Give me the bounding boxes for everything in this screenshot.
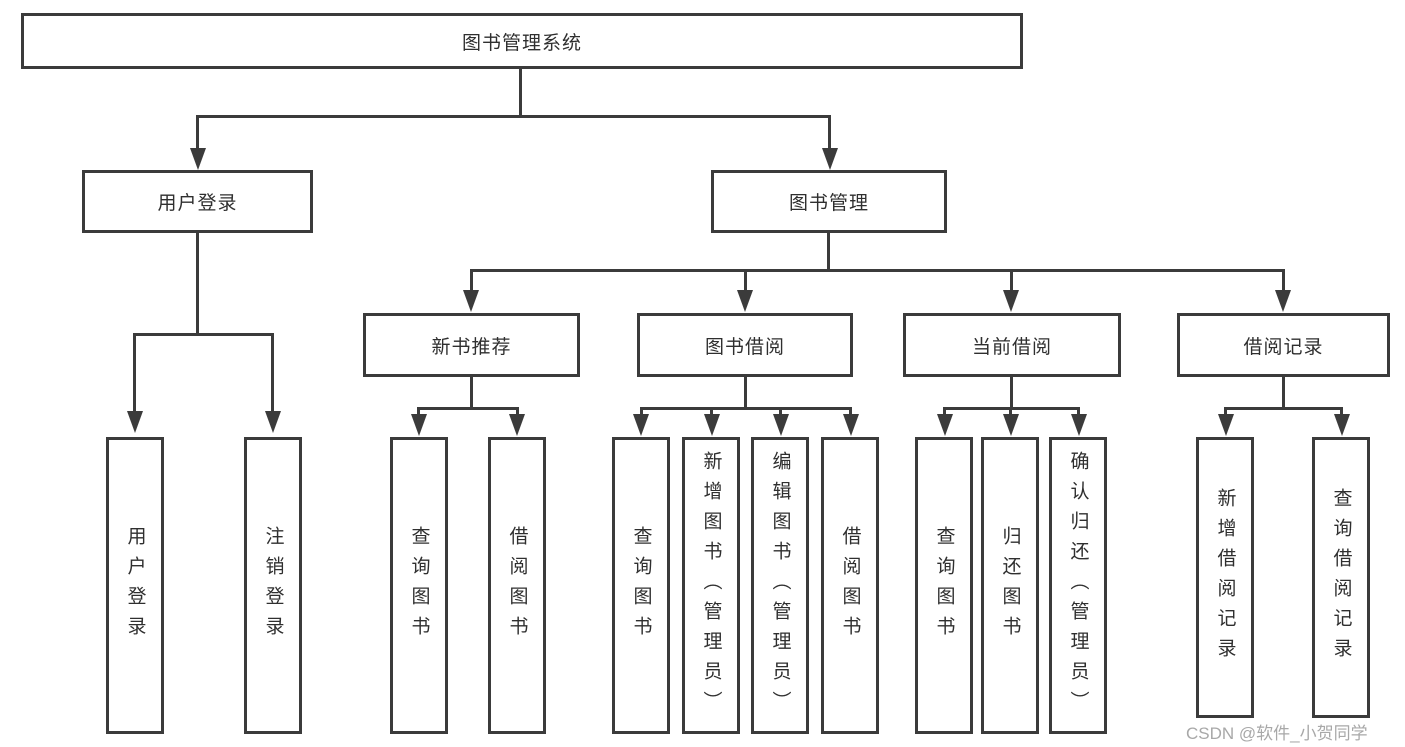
edge-line [827,233,830,272]
leaf-label: 注销登录 [262,525,284,646]
leaf-label: 新增借阅记录 [1214,487,1236,668]
arrow-down-icon [127,411,143,433]
leaf-label: 查询图书 [408,525,430,646]
edge-line [640,407,852,410]
leaf-label: 归还图书 [999,525,1021,646]
edge-line [710,407,713,415]
leaf-query-books-current: 查询图书 [915,437,973,734]
arrow-down-icon [1071,414,1087,436]
leaf-label: 编辑图书（管理员） [769,450,791,721]
edge-line [1340,407,1343,415]
arrow-down-icon [1218,414,1234,436]
edge-line [828,115,831,149]
leaf-label: 查询图书 [933,525,955,646]
edge-line [519,69,522,118]
edge-line [196,115,199,149]
leaf-label: 新增图书（管理员） [700,450,722,721]
arrow-down-icon [704,414,720,436]
edge-line [1010,377,1013,410]
leaf-add-books-admin: 新增图书（管理员） [682,437,740,734]
edge-line [196,115,831,118]
arrow-down-icon [843,414,859,436]
edge-line [1009,407,1012,415]
node-root-library-system: 图书管理系统 [21,13,1023,69]
arrow-down-icon [265,411,281,433]
leaf-return-books: 归还图书 [981,437,1039,734]
edge-line [271,333,274,411]
leaf-edit-books-admin: 编辑图书（管理员） [751,437,809,734]
leaf-query-books-recommend: 查询图书 [390,437,448,734]
edge-line [516,407,519,415]
leaf-query-books-borrow: 查询图书 [612,437,670,734]
arrow-down-icon [773,414,789,436]
leaf-confirm-return-admin: 确认归还（管理员） [1049,437,1107,734]
node-borrow-records: 借阅记录 [1177,313,1390,377]
leaf-label: 用户登录 [124,525,146,646]
leaf-borrow-books-recommend: 借阅图书 [488,437,546,734]
edge-line [1282,377,1285,410]
edge-line [417,407,519,410]
node-book-management: 图书管理 [711,170,947,233]
leaf-logout: 注销登录 [244,437,302,734]
arrow-down-icon [1275,290,1291,312]
edge-line [133,333,274,336]
edge-line [470,377,473,410]
edge-line [1010,269,1013,290]
edge-line [196,233,199,336]
arrow-down-icon [1334,414,1350,436]
edge-line [744,269,747,290]
arrow-down-icon [822,148,838,170]
edge-line [1224,407,1343,410]
node-new-book-recommend: 新书推荐 [363,313,580,377]
leaf-add-borrow-record: 新增借阅记录 [1196,437,1254,718]
edge-line [943,407,946,415]
leaf-label: 确认归还（管理员） [1067,450,1089,721]
edge-line [744,377,747,410]
watermark-text: CSDN @软件_小贺同学 [1186,724,1368,743]
leaf-label: 查询图书 [630,525,652,646]
leaf-user-login: 用户登录 [106,437,164,734]
arrow-down-icon [737,290,753,312]
edge-line [1077,407,1080,415]
edge-line [779,407,782,415]
node-book-borrow: 图书借阅 [637,313,853,377]
node-current-borrow: 当前借阅 [903,313,1121,377]
leaf-label: 借阅图书 [506,525,528,646]
edge-line [133,333,136,411]
edge-line [1224,407,1227,415]
edge-line [1282,269,1285,290]
edge-line [417,407,420,415]
leaf-query-borrow-record: 查询借阅记录 [1312,437,1370,718]
arrow-down-icon [1003,414,1019,436]
arrow-down-icon [190,148,206,170]
leaf-label: 查询借阅记录 [1330,487,1352,668]
leaf-label: 借阅图书 [839,525,861,646]
arrow-down-icon [937,414,953,436]
arrow-down-icon [1003,290,1019,312]
arrow-down-icon [633,414,649,436]
arrow-down-icon [463,290,479,312]
arrow-down-icon [509,414,525,436]
edge-line [849,407,852,415]
edge-line [470,269,1285,272]
edge-line [470,269,473,290]
node-user-login: 用户登录 [82,170,313,233]
arrow-down-icon [411,414,427,436]
leaf-borrow-books: 借阅图书 [821,437,879,734]
edge-line [640,407,643,415]
